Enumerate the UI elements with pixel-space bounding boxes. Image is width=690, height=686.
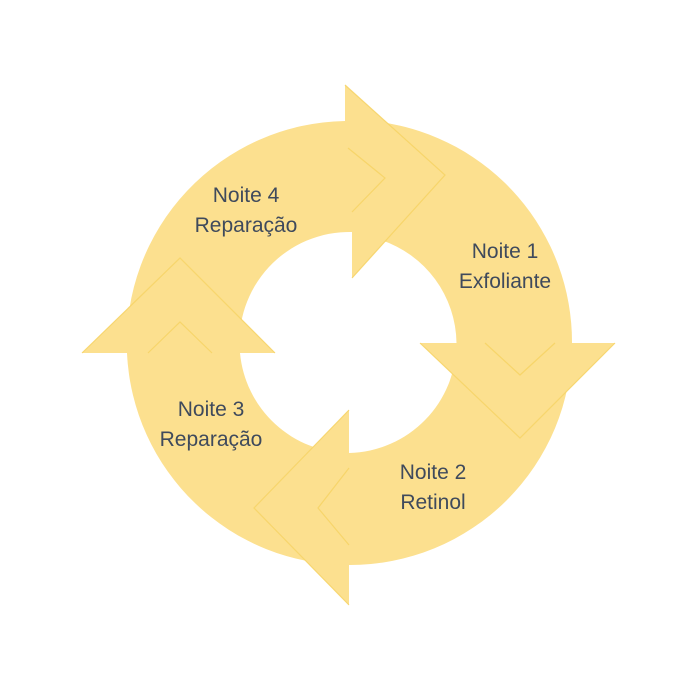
step-label-3: Noite 3 Reparação [160,398,263,451]
step-2-detail: Retinol [400,491,465,514]
step-4-detail: Reparação [195,214,298,237]
step-4-name: Noite 4 [213,184,280,207]
step-3-detail: Reparação [160,428,263,451]
step-label-2: Noite 2 Retinol [400,461,467,514]
segment-reparacao-4 [82,85,445,353]
step-3-name: Noite 3 [178,398,245,421]
segment-reparacao-3 [82,258,349,605]
step-2-name: Noite 2 [400,461,467,484]
step-label-4: Noite 4 Reparação [195,184,298,237]
arrow-edges [81,84,616,606]
step-label-1: Noite 1 Exfoliante [459,240,551,293]
step-1-detail: Exfoliante [459,270,551,293]
step-1-name: Noite 1 [472,240,539,263]
